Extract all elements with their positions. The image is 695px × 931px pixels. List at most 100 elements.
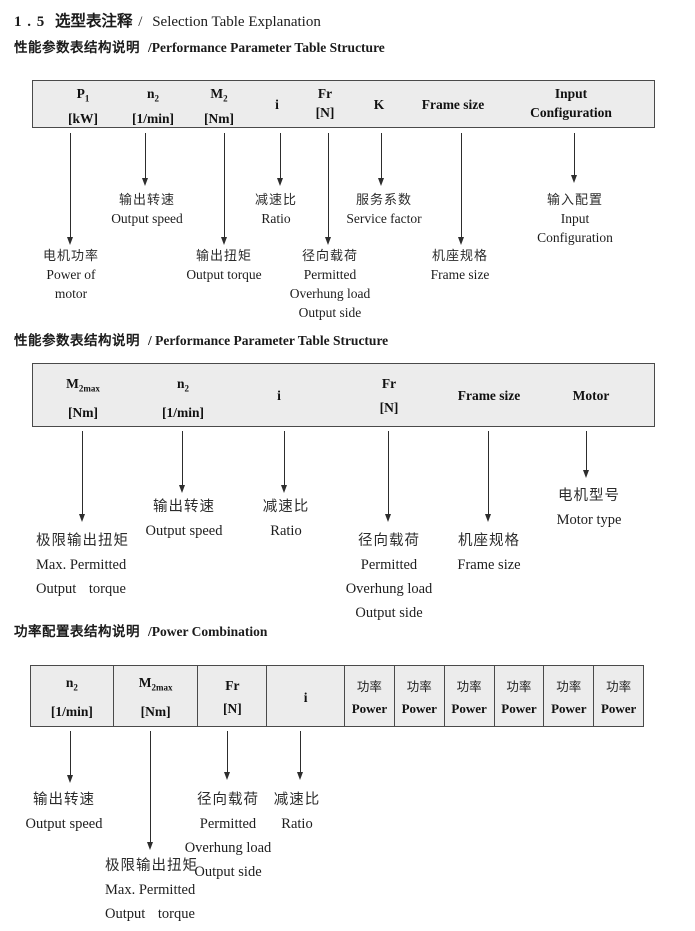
arrow-i-to-ratio — [280, 431, 289, 493]
page-title-zh: 选型表注释 — [55, 13, 133, 30]
col-frame-size: Frame size — [422, 95, 485, 114]
section2-heading-zh: 性能参数表结构说明 — [14, 333, 140, 348]
callout-line-zh: 输出转速 — [118, 192, 175, 207]
col-symbol: i — [303, 689, 308, 705]
callout-line-en: Permitted — [303, 267, 357, 282]
col-i: i — [275, 95, 279, 114]
arrow-head-icon — [224, 772, 230, 780]
col-i: i — [277, 384, 281, 408]
callout-line-zh: 减速比 — [254, 192, 298, 207]
arrow-frame-to-frame-size — [457, 133, 466, 245]
col-label-zh: 功率 — [556, 679, 582, 694]
arrow-fr-to-overhung-load — [324, 133, 333, 245]
callout-output-torque: 输出扭矩 Output torque — [186, 247, 261, 284]
callout-line-en: Output speed — [111, 211, 183, 226]
arrow-m2-to-output-torque — [220, 133, 229, 245]
callout-line-zh: 减速比 — [273, 792, 321, 808]
col-fr: Fr [N] — [380, 372, 399, 420]
section2-heading-en: / Performance Parameter Table Structure — [148, 333, 389, 348]
callout-line-en: Frame size — [457, 557, 521, 573]
callout-line-en: Output speed — [145, 523, 223, 539]
col-power-3: 功率 Power — [443, 666, 494, 726]
callout-ratio: 减速比 Ratio — [274, 789, 321, 836]
arrow-head-icon — [277, 178, 283, 186]
symbol-text: n — [65, 675, 74, 691]
arrow-head-icon — [281, 485, 287, 493]
arrow-i-to-ratio — [296, 731, 305, 780]
callout-max-output-torque: 极限输出扭矩 Max. Permitted Output torque — [105, 855, 198, 926]
col-power-2: 功率 Power — [393, 666, 444, 726]
callout-service-factor: 服务系数 Service factor — [346, 191, 421, 228]
callout-line-en: Max. Permitted — [105, 882, 196, 898]
arrow-stem — [460, 133, 462, 237]
arrow-p1-to-power-of-motor — [66, 133, 75, 245]
callout-line-zh: 机座规格 — [458, 533, 520, 549]
arrow-head-icon — [67, 775, 73, 783]
col-label-zh: 功率 — [506, 679, 532, 694]
callout-line-zh: 电机功率 — [42, 248, 100, 263]
col-unit: [1/min] — [162, 404, 204, 420]
col-symbol: n2 — [31, 671, 113, 700]
col-label-en: Power — [600, 700, 637, 716]
arrow-head-icon — [378, 178, 384, 186]
callout-line-en: Motor type — [556, 512, 622, 528]
col-symbol: n2 — [132, 84, 174, 109]
col-label-en: Power — [351, 700, 388, 716]
callout-line-zh: 机座规格 — [431, 248, 489, 263]
callout-line-zh: 输出转速 — [152, 499, 215, 515]
arrow-stem — [144, 133, 146, 178]
section2-heading: 性能参数表结构说明 / Performance Parameter Table … — [14, 329, 388, 350]
symbol-text: M — [210, 86, 224, 101]
callout-line-en: motor — [54, 286, 88, 301]
col-label: Motor — [572, 388, 610, 403]
section1-heading: 性能参数表结构说明 /Performance Parameter Table S… — [14, 36, 385, 57]
col-label-en: Power — [551, 700, 587, 716]
callout-overhung-load: 径向载荷 Permitted Overhung load Output side — [346, 530, 433, 625]
arrow-n2-to-output-speed — [141, 133, 150, 186]
symbol-text: P — [76, 86, 85, 101]
arrow-n2-to-output-speed — [178, 431, 187, 493]
col-power-5: 功率 Power — [543, 666, 593, 726]
performance-table-1: P1 [kW] n2 [1/min] M2 [Nm] i Fr [N] K Fr… — [32, 80, 655, 128]
callout-line-zh: 极限输出扭矩 — [36, 533, 129, 549]
col-k: K — [374, 95, 385, 114]
col-symbol: i — [275, 97, 279, 112]
col-unit: [Nm] — [140, 703, 171, 719]
callout-line-en: Ratio — [281, 816, 313, 832]
callout-frame-size: 机座规格 Frame size — [431, 247, 490, 284]
symbol-subscript: 2 — [154, 93, 160, 104]
col-power-1: 功率 Power — [343, 666, 394, 726]
col-symbol: K — [373, 97, 385, 112]
arrow-stem — [69, 133, 71, 237]
callout-power-of-motor: 电机功率 Power of motor — [43, 247, 99, 303]
callout-line-en: Permitted — [199, 816, 257, 832]
col-label: Input — [554, 86, 588, 101]
performance-table-2: M2max [Nm] n2 [1/min] i Fr [N] Frame siz… — [32, 363, 655, 427]
col-unit: [1/min] — [132, 110, 174, 126]
arrow-stem — [487, 431, 489, 514]
callout-ratio: 减速比 Ratio — [255, 191, 297, 228]
col-unit: [1/min] — [50, 703, 93, 719]
col-symbol: Fr — [381, 376, 397, 391]
arrow-stem — [69, 731, 71, 775]
arrow-stem — [573, 133, 575, 175]
callout-output-speed: 输出转速 Output speed — [26, 789, 103, 836]
callout-line-en: Frame size — [430, 267, 490, 282]
col-label: Configuration — [530, 105, 612, 120]
arrow-head-icon — [179, 485, 185, 493]
col-m2: M2 [Nm] — [204, 84, 234, 128]
col-label-en: Power — [451, 700, 487, 716]
callout-line-zh: 输入配置 — [546, 192, 603, 207]
callout-line-en: Output side — [355, 605, 423, 621]
power-combination-table: n2 [1/min] M2max [Nm] Fr [N] i 功率 Power … — [30, 665, 644, 727]
callout-line-zh: 输出转速 — [32, 792, 95, 808]
arrow-fr-to-overhung-load — [384, 431, 393, 522]
col-unit: [Nm] — [68, 404, 98, 420]
col-label-en: Power — [501, 700, 537, 716]
col-unit: [kW] — [68, 110, 98, 126]
callout-overhung-load: 径向载荷 Permitted Overhung load Output side — [290, 247, 371, 322]
callout-line-en: Output side — [298, 305, 362, 320]
callout-line-en: Output torque — [186, 267, 262, 282]
arrow-stem — [279, 133, 281, 178]
